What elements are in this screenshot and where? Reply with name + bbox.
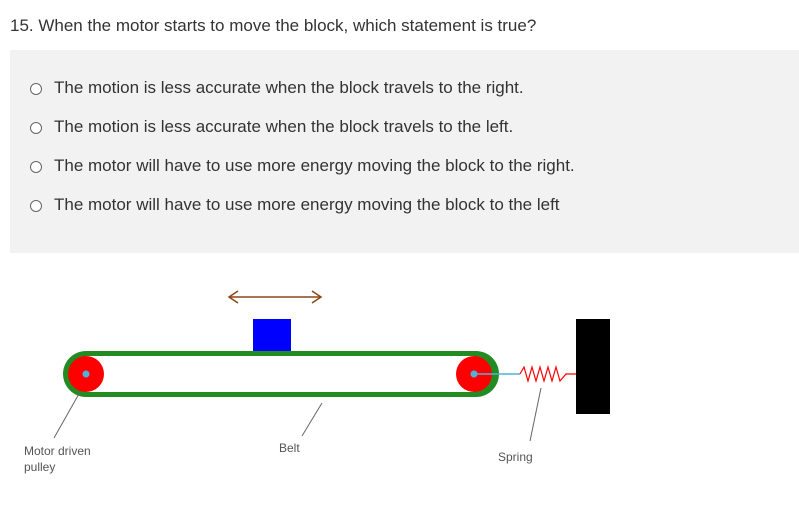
option-1[interactable]: The motion is less accurate when the blo… (30, 78, 524, 98)
option-2[interactable]: The motion is less accurate when the blo… (30, 117, 513, 137)
motor-leader-line (53, 391, 81, 439)
options-panel: The motion is less accurate when the blo… (10, 50, 799, 253)
option-4[interactable]: The motor will have to use more energy m… (30, 195, 560, 215)
spring-label: Spring (498, 450, 533, 464)
motor-pulley-label: Motor driven pulley (24, 443, 91, 475)
belt-label: Belt (279, 441, 300, 455)
radio-button-3[interactable] (30, 160, 42, 173)
question-title: 15. When the motor starts to move the bl… (10, 16, 537, 35)
option-3-label: The motor will have to use more energy m… (54, 156, 575, 175)
block (253, 319, 291, 352)
motor-pulley-label-line1: Motor driven (24, 444, 91, 458)
belt-leader-line (301, 402, 323, 437)
option-2-label: The motion is less accurate when the blo… (54, 117, 514, 136)
conveyor-diagram: Motor driven pulley Belt Spring (0, 280, 799, 500)
option-4-label: The motor will have to use more energy m… (54, 195, 560, 214)
belt (63, 351, 499, 397)
motor-pulley-label-line2: pulley (24, 460, 56, 474)
diagram-svg (53, 290, 610, 442)
option-1-label: The motion is less accurate when the blo… (54, 78, 524, 97)
motor-pulley (68, 356, 104, 392)
radio-button-2[interactable] (30, 121, 42, 134)
spring (519, 364, 576, 384)
radio-button-4[interactable] (30, 199, 42, 212)
option-3[interactable]: The motor will have to use more energy m… (30, 156, 575, 176)
double-arrow-icon (227, 290, 323, 304)
wall (576, 319, 610, 414)
spring-leader-line (529, 387, 542, 442)
radio-button-1[interactable] (30, 82, 42, 95)
